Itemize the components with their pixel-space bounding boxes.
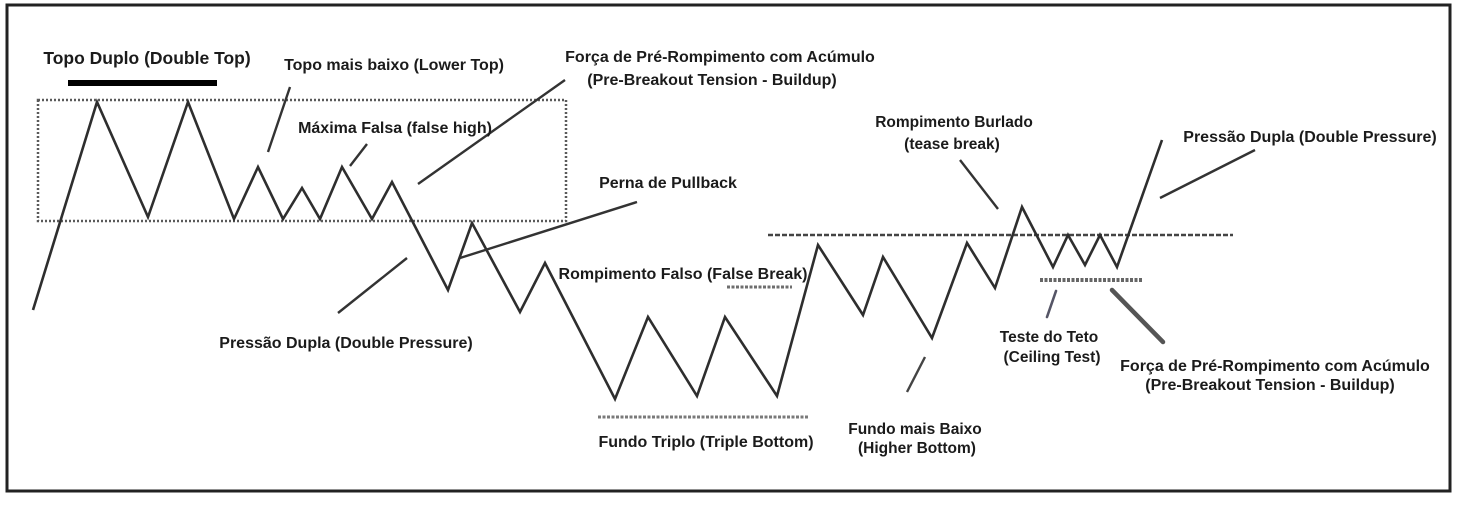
pre-breakout-buildup-right-label-line1: Força de Pré-Rompimento com Acúmulo [1120,358,1430,375]
pre-breakout-buildup-left-label-line2: (Pre-Breakout Tension - Buildup) [587,72,836,89]
tease-break-pointer-line [959,159,999,210]
false-high-pointer-line [349,143,368,167]
false-break-label: Rompimento Falso (False Break) [559,266,808,283]
pullback-leg-label: Perna de Pullback [599,175,737,192]
ceiling-test-label-line2: (Ceiling Test) [1003,349,1100,366]
higher-bottom-pointer-line [905,356,927,393]
pre-breakout-buildup-right-pointer-line [1109,287,1166,345]
higher-bottom-label-line2: (Higher Bottom) [858,440,976,457]
pullback-leg-pointer-line [459,200,638,260]
higher-bottom-label-line1: Fundo mais Baixo [848,421,982,438]
ceiling-test-label-line1: Teste do Teto [1000,329,1098,346]
pre-breakout-buildup-left-pointer-line [417,79,566,185]
consolidation-box [36,98,568,223]
false-high-label: Máxima Falsa (false high) [298,120,492,137]
double-pressure-left-pointer-line [337,257,408,314]
double-top-label: Topo Duplo (Double Top) [43,48,250,68]
double-pressure-left-label: Pressão Dupla (Double Pressure) [219,335,472,352]
ceiling-test-pointer-line [1045,289,1058,319]
pre-breakout-buildup-right-label-line2: (Pre-Breakout Tension - Buildup) [1145,377,1394,394]
tease-break-label-line2: (tease break) [904,136,1000,153]
lower-top-label: Topo mais baixo (Lower Top) [284,57,504,74]
tease-break-label-line1: Rompimento Burlado [875,114,1033,131]
lower-top-pointer-line [266,86,292,153]
price-line [31,98,1164,403]
double-pressure-right-label: Pressão Dupla (Double Pressure) [1183,129,1436,146]
pre-breakout-buildup-left-label-line1: Força de Pré-Rompimento com Acúmulo [565,49,875,66]
triple-bottom-label: Fundo Triplo (Triple Bottom) [598,434,813,451]
double-pressure-right-pointer-line [1159,148,1256,200]
outer-frame [5,3,1452,493]
